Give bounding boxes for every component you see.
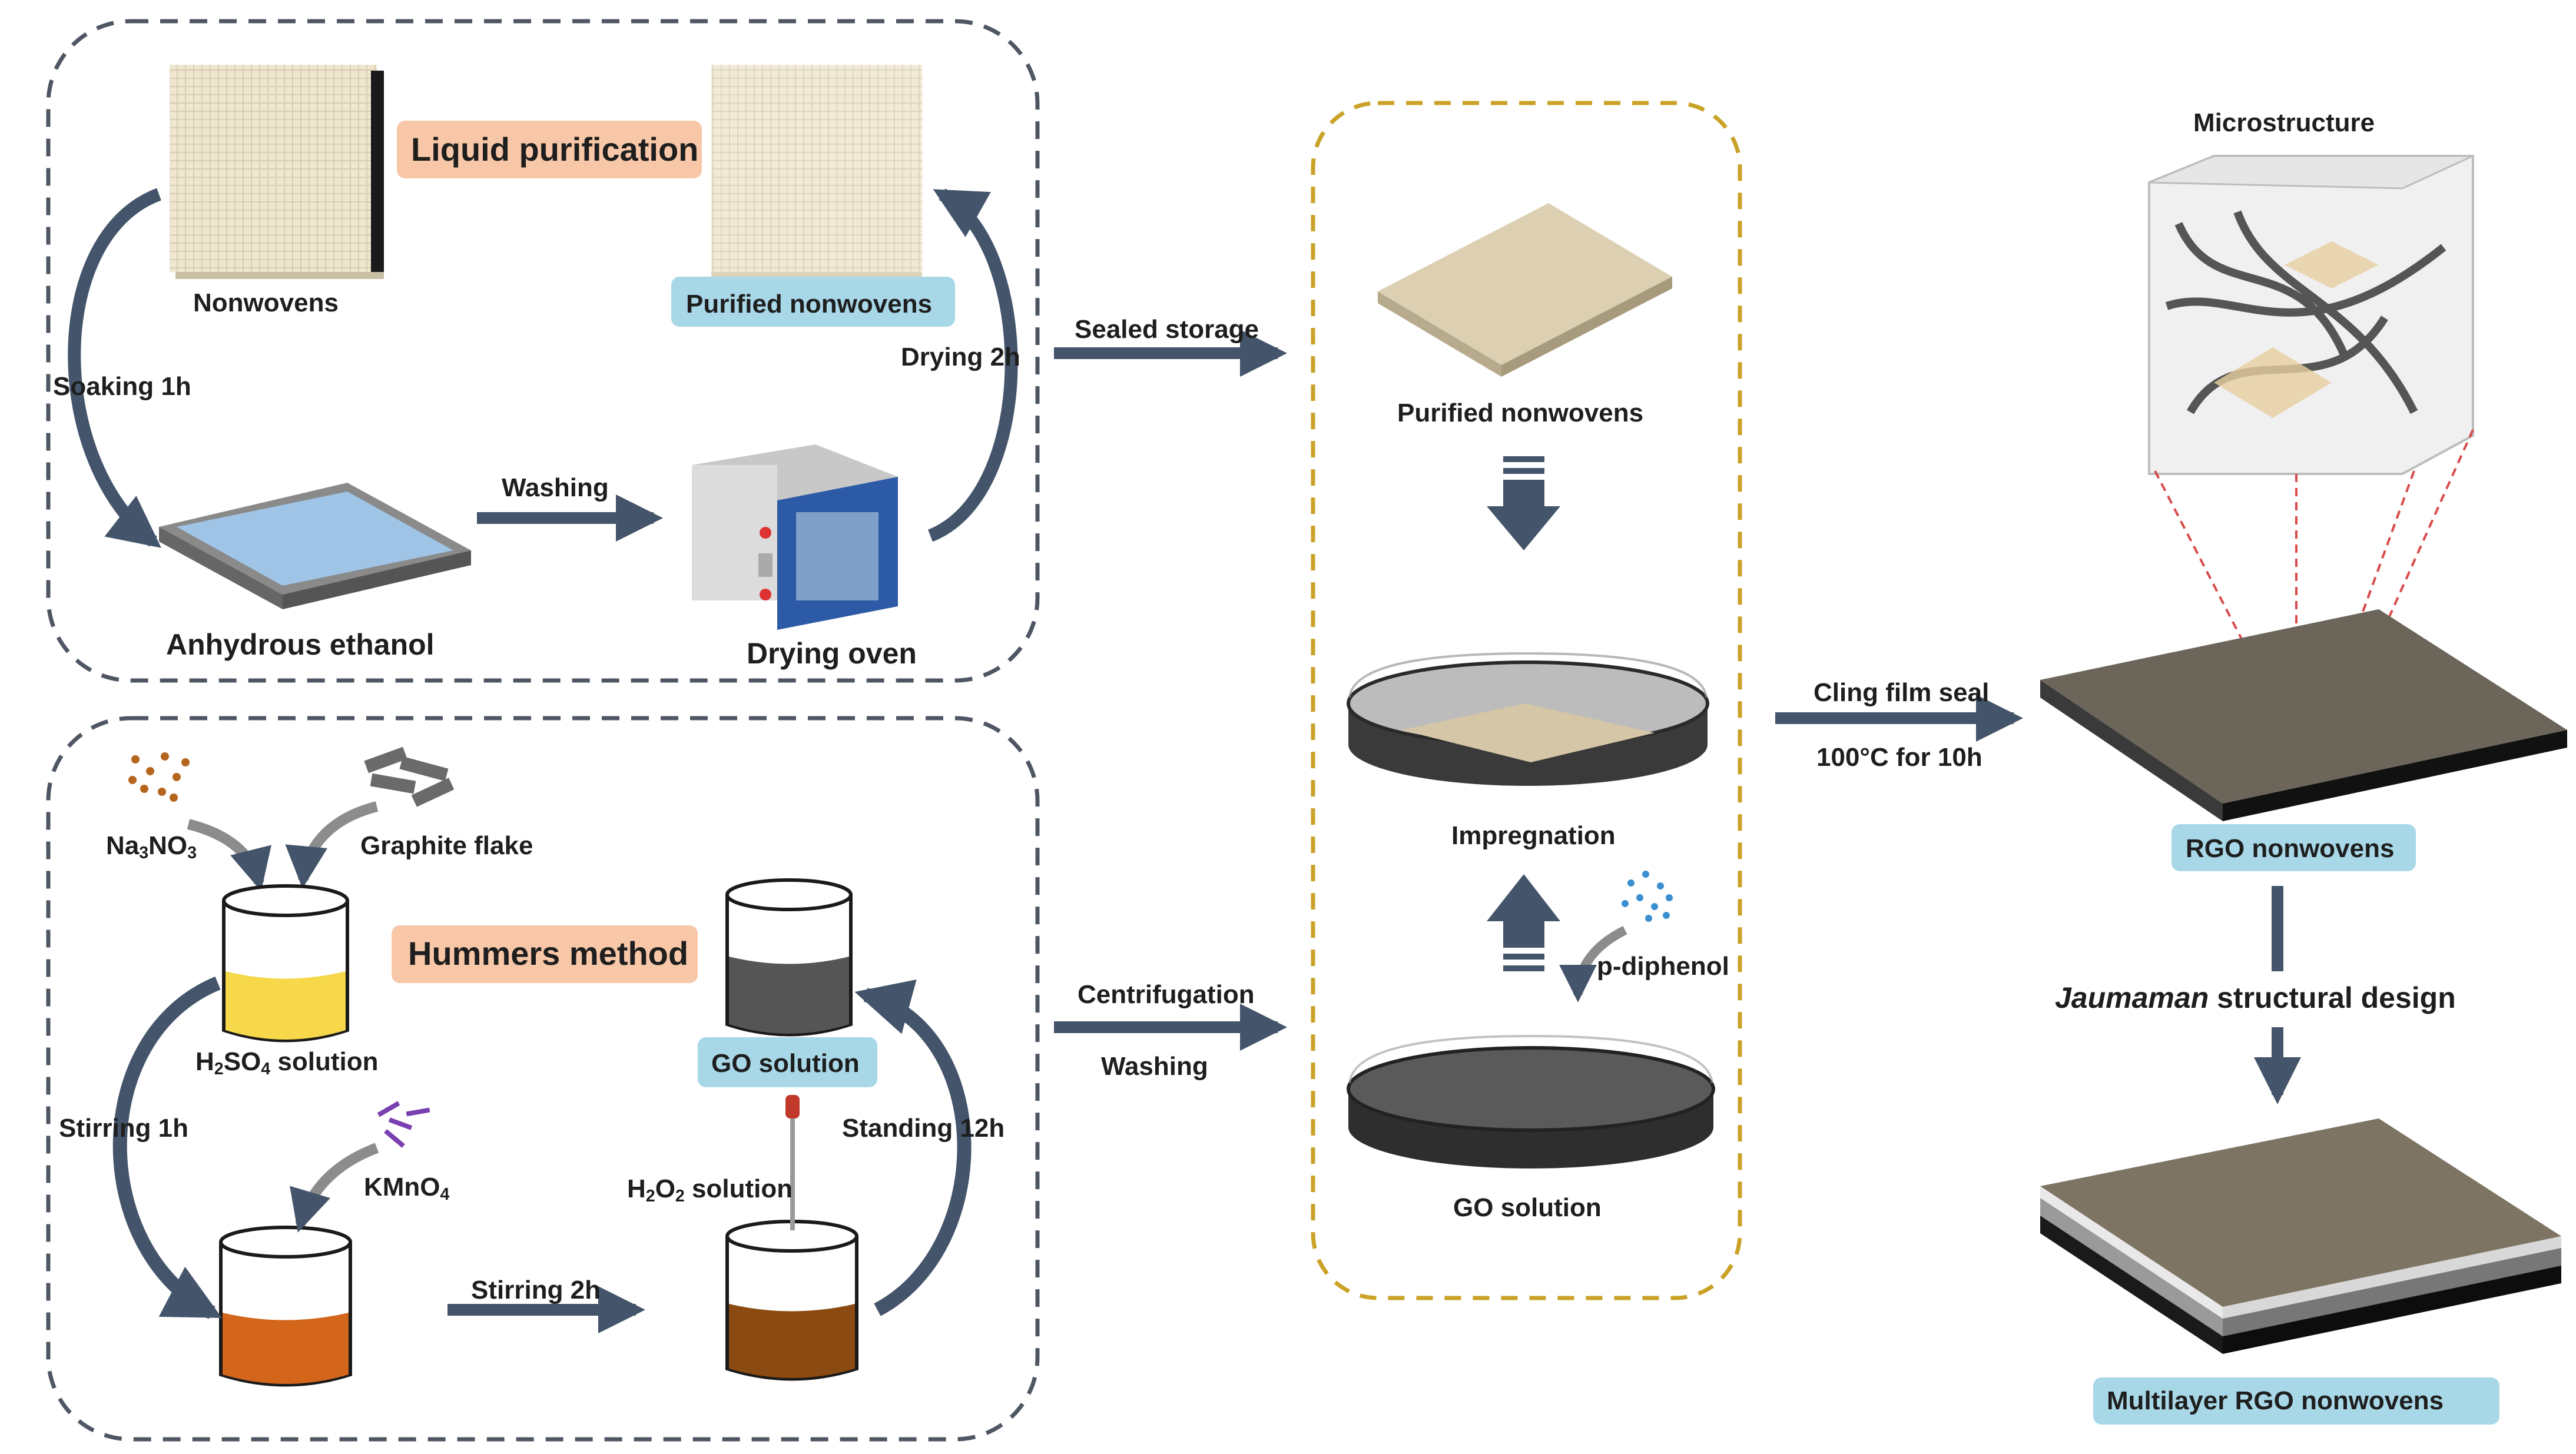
jaumaman-structural-design-label: Jaumaman structural design	[2055, 983, 2456, 1013]
nonwovens-label: Nonwovens	[193, 288, 339, 317]
rgo-nonwovens-plate	[2040, 609, 2567, 821]
h2o2-tail: solution	[684, 1174, 793, 1203]
stirring-1h-label: Stirring 1h	[59, 1114, 189, 1143]
h2so4-solution-label: H2SO4 solution	[195, 1049, 378, 1078]
graphite-arrow	[285, 801, 379, 889]
na3no3-arrow	[187, 819, 271, 891]
standing-12h-arrow	[854, 980, 972, 1316]
na3no3-label: Na3NO3	[106, 833, 197, 862]
liquid-purification-pill	[397, 121, 702, 178]
drying-2h-label: Drying 2h	[901, 343, 1020, 371]
h2so4-so: SO	[223, 1047, 261, 1076]
go-solution-dish	[1347, 1034, 1715, 1168]
purified-nonwovens-plate	[1378, 203, 1672, 377]
na3no3-sub1: 3	[139, 844, 149, 863]
impregnation-region	[1311, 101, 1742, 1300]
h2o2-h: H	[627, 1174, 646, 1203]
down-arrow	[1487, 456, 1560, 550]
jaumaman-italic: Jaumaman	[2055, 981, 2209, 1014]
orange-beaker	[219, 1226, 352, 1387]
p-diphenol-label: p-diphenol	[1597, 952, 1729, 981]
h2so4-h: H	[195, 1047, 214, 1076]
na3no3-sub2: 3	[187, 844, 197, 863]
washing-top-label: Washing	[502, 473, 609, 502]
microstructure-label: Microstructure	[2193, 108, 2375, 137]
structural-design-text: structural design	[2209, 981, 2456, 1014]
stirring-1h-arrow	[112, 976, 222, 1319]
kmno4-crystals	[377, 1101, 430, 1148]
h2o2-o: O	[655, 1174, 675, 1203]
temp-time-label: 100°C for 10h	[1816, 743, 1982, 772]
drying-oven-image	[692, 444, 898, 630]
liquid-purification-label: Liquid purification	[411, 131, 699, 168]
kmno4-base: KMnO	[364, 1173, 440, 1201]
nonwovens-fabric-image	[170, 65, 384, 279]
rgo-nonwovens-label: RGO nonwovens	[2186, 834, 2395, 863]
microstructure-cube	[2148, 155, 2474, 475]
soaking-arrow	[68, 188, 161, 548]
washing-mid-label: Washing	[1101, 1052, 1208, 1081]
p-diphenol-particles	[1622, 871, 1673, 922]
soaking-label: Soaking 1h	[53, 372, 191, 401]
na3no3-na: Na	[106, 831, 140, 860]
centrifugation-label: Centrifugation	[1078, 980, 1255, 1009]
na3no3-no: NO	[148, 831, 188, 860]
multilayer-rgo-pill	[2093, 1377, 2499, 1425]
h2so4-beaker	[222, 884, 349, 1043]
purification-region	[46, 19, 1040, 683]
anhydrous-ethanol-label: Anhydrous ethanol	[166, 628, 435, 661]
purified-nonwovens-mid-label: Purified nonwovens	[1397, 399, 1644, 427]
go-solution-bottom-label: GO solution	[711, 1049, 860, 1078]
h2o2-sub1: 2	[645, 1187, 655, 1206]
hummers-method-pill	[392, 925, 698, 983]
graphite-flake-label: Graphite flake	[360, 831, 533, 860]
rgo-nonwovens-pill	[2171, 824, 2416, 871]
cling-film-seal-label: Cling film seal	[1814, 678, 1990, 707]
go-solution-mid-label: GO solution	[1453, 1193, 1602, 1222]
up-arrow	[1487, 874, 1560, 971]
kmno4-label: KMnO4	[364, 1174, 449, 1203]
purified-nonwovens-top-label: Purified nonwovens	[686, 290, 933, 318]
h2so4-sub2: 4	[261, 1060, 271, 1079]
drying-oven-label: Drying oven	[747, 637, 917, 670]
graphite-flake-pieces	[364, 746, 455, 807]
kmno4-arrow	[290, 1143, 379, 1233]
sealed-storage-label: Sealed storage	[1075, 315, 1259, 344]
multilayer-rgo-plate	[2040, 1118, 2561, 1354]
p-diphenol-arrow	[1559, 925, 1627, 1002]
h2o2-dropper	[785, 1095, 800, 1230]
impregnation-dish	[1347, 652, 1709, 786]
go-beaker	[725, 878, 853, 1037]
multilayer-rgo-label: Multilayer RGO nonwovens	[2107, 1386, 2444, 1415]
ethanol-tray-image	[159, 483, 471, 609]
h2so4-sub1: 2	[214, 1060, 224, 1079]
go-solution-bottom-pill	[698, 1037, 877, 1087]
hummers-method-label: Hummers method	[408, 935, 689, 972]
drying-arrow	[927, 188, 1018, 542]
kmno4-sub: 4	[440, 1185, 450, 1204]
stirring-2h-label: Stirring 2h	[471, 1276, 601, 1304]
h2so4-tail: solution	[270, 1047, 379, 1076]
brown-beaker	[725, 1220, 858, 1381]
standing-12h-label: Standing 12h	[842, 1114, 1005, 1143]
hummers-region	[46, 716, 1040, 1442]
h2o2-solution-label: H2O2 solution	[627, 1176, 793, 1205]
na3no3-particles	[128, 752, 190, 802]
purified-nonwovens-image	[711, 65, 922, 278]
purified-nonwovens-top-pill	[671, 277, 955, 327]
h2o2-sub2: 2	[675, 1187, 685, 1206]
impregnation-label: Impregnation	[1451, 821, 1616, 850]
